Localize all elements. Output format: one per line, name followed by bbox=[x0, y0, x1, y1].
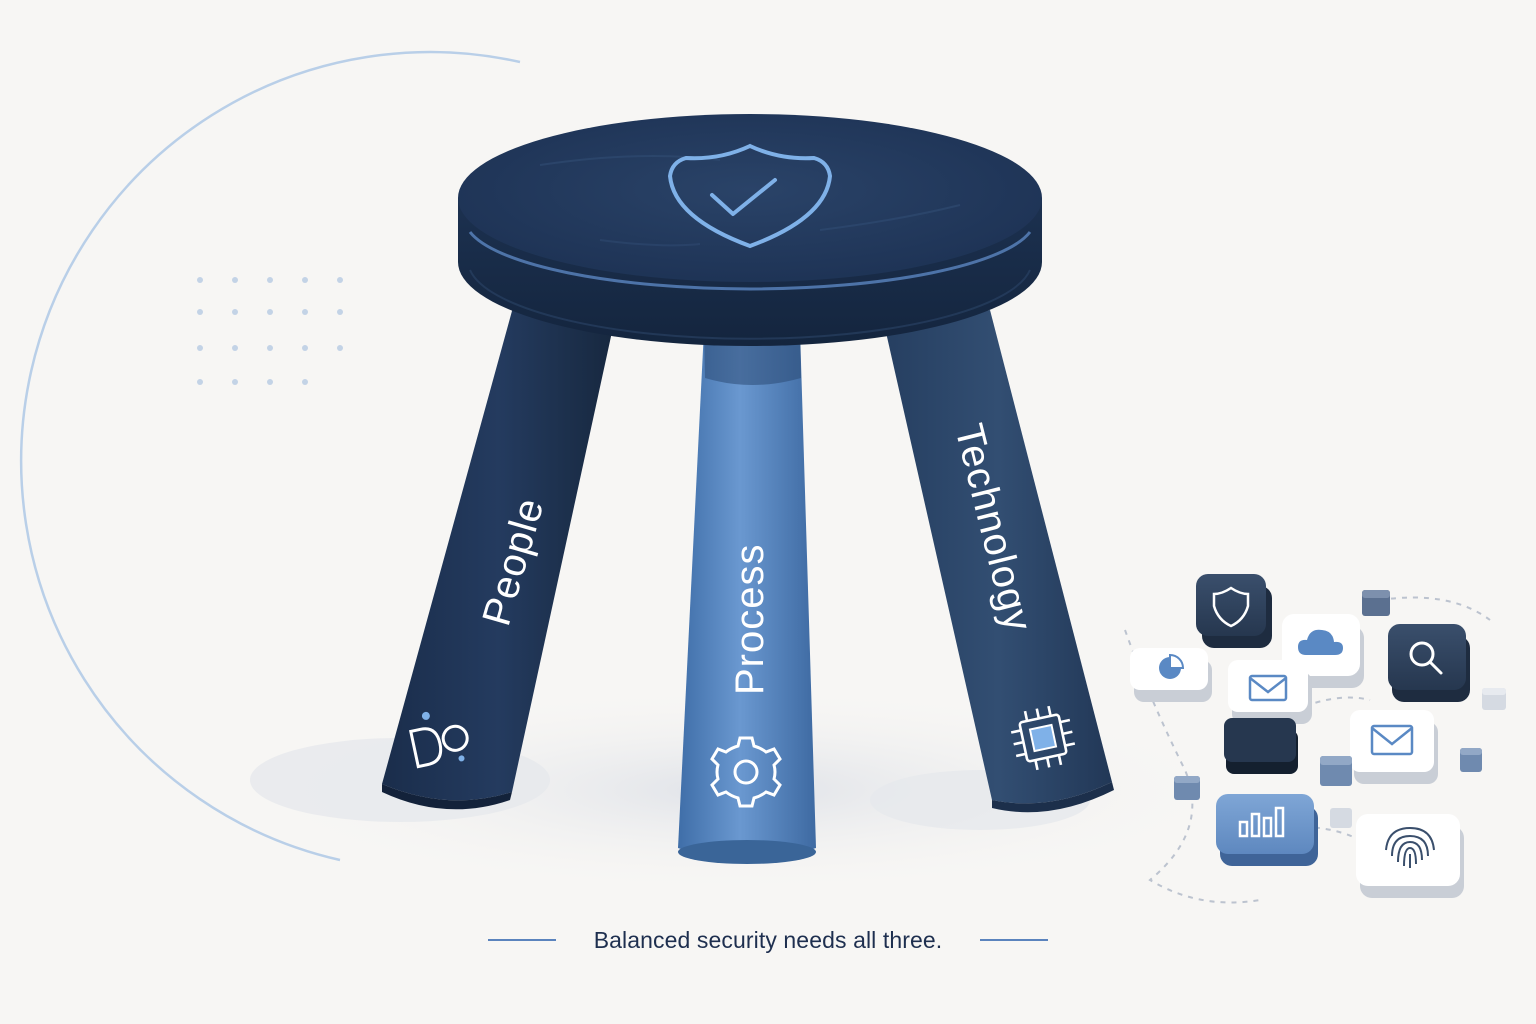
leg-technology: Technology bbox=[885, 310, 1114, 813]
search-icon bbox=[1409, 641, 1443, 675]
stool-seat bbox=[458, 114, 1042, 346]
tile-bar-chart bbox=[1216, 794, 1318, 866]
pie-chart-icon bbox=[1159, 653, 1185, 679]
tile-shield bbox=[1196, 574, 1272, 648]
leg-people: People bbox=[382, 300, 615, 810]
tile-search bbox=[1388, 624, 1470, 702]
decorative-dot-grid bbox=[197, 277, 343, 385]
chip-icon bbox=[1010, 705, 1076, 771]
caption-rule-left bbox=[487, 939, 556, 941]
mail-icon bbox=[1248, 674, 1288, 702]
tile-mail-1 bbox=[1228, 660, 1312, 724]
bar-chart-icon bbox=[1238, 806, 1285, 838]
decorative-arc bbox=[19, 50, 521, 862]
shield-check-icon bbox=[667, 143, 833, 249]
tile-dark-blank bbox=[1224, 718, 1298, 774]
fingerprint-icon bbox=[1385, 826, 1435, 868]
decorative-cubes bbox=[1174, 590, 1506, 828]
people-icon bbox=[409, 711, 469, 769]
caption-rule-right bbox=[980, 939, 1049, 941]
tile-mail-2 bbox=[1350, 710, 1438, 784]
leg-process: Process bbox=[678, 330, 816, 864]
tile-fingerprint bbox=[1356, 814, 1464, 898]
caption: Balanced security needs all three. bbox=[0, 918, 1536, 962]
gear-icon bbox=[710, 736, 782, 808]
leg-label-process: Process bbox=[728, 544, 772, 696]
cloud-icon bbox=[1298, 629, 1343, 655]
tile-pie-chart bbox=[1130, 648, 1212, 702]
shield-icon bbox=[1212, 586, 1250, 628]
caption-text: Balanced security needs all three. bbox=[593, 926, 943, 953]
mail-icon bbox=[1370, 724, 1414, 756]
